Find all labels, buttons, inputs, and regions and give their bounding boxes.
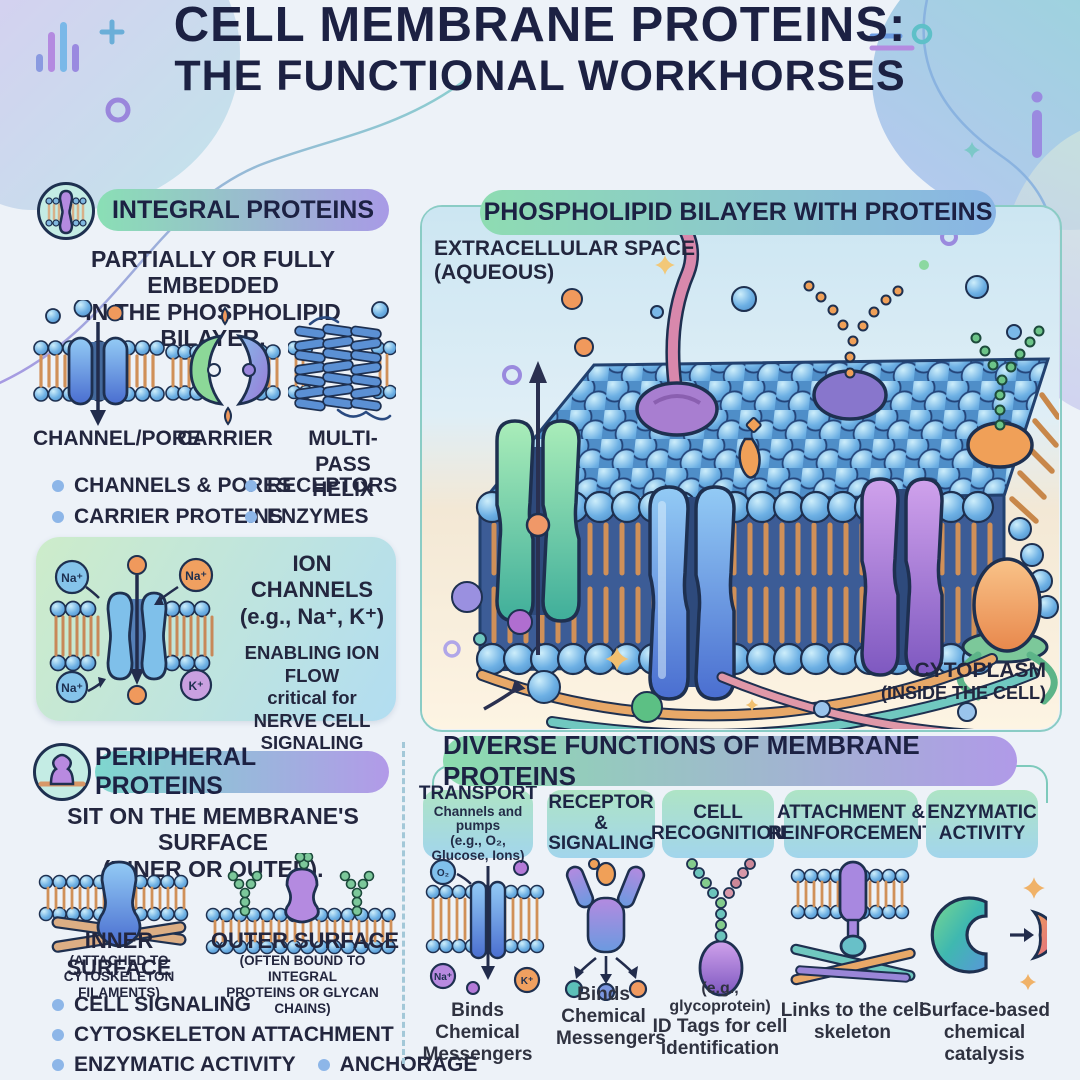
ion-channel-diagram: Na⁺ Na⁺ Na⁺ K⁺ — [49, 555, 214, 705]
caption-receptor: Binds Chemical Messengers — [556, 984, 666, 1049]
na-label: Na⁺ — [61, 681, 83, 695]
type-label-channel: CHANNEL/PORE — [33, 427, 202, 450]
transport-icon: O₂ Na⁺ K⁺ — [425, 858, 545, 995]
function-box-transport: TRANSPORT Channels and pumps (e.g., O₂, … — [418, 783, 538, 864]
integral-proteins-header: INTEGRAL PROTEINS — [97, 189, 389, 231]
function-box-attachment: ATTACHMENT & REINFORCEMENT — [768, 790, 934, 858]
page-title: CELL MEMBRANE PROTEINS: THE FUNCTIONAL W… — [0, 0, 1080, 100]
ring-icon-right — [911, 23, 933, 45]
functions-header: DIVERSE FUNCTIONS OF MEMBRANE PROTEINS — [443, 730, 1017, 791]
function-box-recognition: CELL RECOGNITION — [651, 790, 785, 858]
k-label: K⁺ — [189, 679, 204, 693]
peripheral-proteins-header: PERIPHERAL PROTEINS — [95, 743, 389, 800]
integral-bullets-col2: RECEPTORS ENZYMES — [245, 474, 397, 529]
peripheral-subtitle: SIT ON THE MEMBRANE'S SURFACE (INNER OR … — [67, 803, 359, 882]
outer-surface-sub: (OFTEN BOUND TO INTEGRAL PROTEINS OR GLY… — [226, 953, 379, 1016]
caption-recognition: (e.g., glycoprotein) ID Tags for cell id… — [652, 980, 788, 1059]
receptor-icon — [564, 858, 648, 1001]
carrier-diagram — [165, 306, 281, 426]
attachment-icon — [790, 860, 916, 986]
decor-swoosh-lines — [0, 0, 1055, 384]
function-box-enzymatic: ENZYMATIC ACTIVITY — [926, 790, 1038, 858]
section-divider — [402, 742, 405, 1064]
info-i-icon — [1031, 91, 1043, 158]
peripheral-bullets: CELL SIGNALING CYTOSKELETON ATTACHMENT E… — [52, 993, 477, 1077]
bullet-dot — [52, 1059, 64, 1071]
bullet-dot — [52, 480, 64, 492]
bullet-dot — [245, 480, 257, 492]
inner-surface-label: INNER SURFACE — [66, 928, 172, 980]
outer-surface-label: OUTER SURFACE — [210, 928, 400, 953]
caption-enzymatic: Surface-based chemical catalysis — [919, 1000, 1050, 1065]
type-label-carrier: CARRIER — [177, 427, 273, 450]
bilayer-illustration — [422, 207, 1059, 729]
type-label-multipass: MULTI-PASS HELIX — [308, 427, 378, 502]
na-label: Na⁺ — [185, 569, 207, 583]
title-line1: CELL MEMBRANE PROTEINS: — [173, 0, 907, 52]
enzymatic-icon — [930, 877, 1047, 991]
ring-icon-left — [105, 97, 131, 123]
integral-bullets-col1: CHANNELS & PORES CARRIER PROTEINS — [52, 474, 291, 529]
outer-surface-diagram — [205, 853, 396, 955]
bilayer-panel: EXTRACELLULAR SPACE (AQUEOUS) CYTOPLASM … — [420, 205, 1062, 732]
bullet-dot — [52, 1029, 64, 1041]
inner-surface-diagram — [38, 860, 189, 953]
title-line2: THE FUNCTIONAL WORKHORSES — [174, 51, 906, 100]
ion-channels-box: Na⁺ Na⁺ Na⁺ K⁺ ION CHANNELS(e.g., Na⁺, K… — [36, 537, 396, 753]
cytoplasm-label: CYTOPLASM (INSIDE THE CELL) — [881, 659, 1046, 704]
extracellular-label: EXTRACELLULAR SPACE (AQUEOUS) — [434, 237, 695, 285]
inner-surface-sub: (ATTACHED TO CYTOSKELETON FILAMENTS) — [63, 953, 175, 1000]
bullet-dot — [52, 999, 64, 1011]
dash-lines-icon — [869, 33, 915, 51]
ion-box-text: ION CHANNELS(e.g., Na⁺, K⁺) ENABLING ION… — [239, 551, 385, 754]
caption-attachment: Links to the cell skeleton — [780, 1000, 925, 1043]
multi-pass-helix-diagram — [288, 301, 396, 421]
channel-pore-diagram — [33, 300, 165, 426]
na-label: Na⁺ — [61, 571, 83, 585]
function-box-receptor: RECEPTOR & SIGNALING — [547, 790, 655, 858]
bilayer-header: PHOSPHOLIPID BILAYER WITH PROTEINS — [480, 190, 996, 235]
bullet-dot — [245, 511, 257, 523]
k-label: K⁺ — [521, 976, 534, 987]
peripheral-proteins-badge-icon — [33, 743, 91, 801]
sparkle-icon — [963, 141, 981, 159]
na-label: Na⁺ — [434, 972, 452, 983]
bullet-dot — [317, 1059, 330, 1071]
cell-recognition-icon — [686, 858, 756, 997]
caption-transport: Binds Chemical Messengers — [422, 1000, 533, 1065]
bar-chart-icon — [36, 22, 79, 72]
bullet-dot — [52, 511, 64, 523]
integral-subtitle: PARTIALLY OR FULLY EMBEDDED IN THE PHOSP… — [85, 246, 341, 351]
integral-proteins-badge-icon — [37, 182, 95, 240]
o2-label: O₂ — [437, 868, 449, 879]
plus-icon — [99, 19, 125, 45]
